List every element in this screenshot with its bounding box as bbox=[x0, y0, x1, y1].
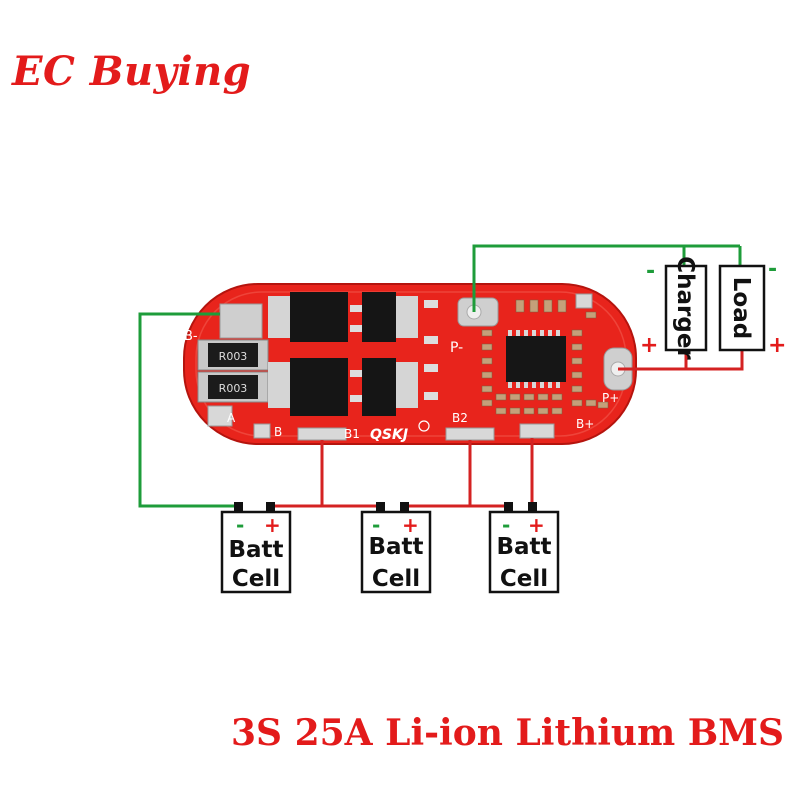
load-block: Load bbox=[718, 264, 766, 352]
cell-plus-sign: + bbox=[264, 513, 281, 537]
load-plus-sign: + bbox=[768, 333, 786, 358]
cell-label-line1: Batt bbox=[368, 534, 423, 560]
board-logo-text: QSKJ bbox=[370, 427, 408, 443]
protection-ic bbox=[506, 336, 566, 382]
label-p-plus: P+ bbox=[602, 391, 619, 405]
resistor-mark: R003 bbox=[219, 382, 248, 395]
mosfet-2 bbox=[362, 292, 418, 342]
brand-logo-text: EC Buying bbox=[12, 48, 252, 95]
cell-label-line2: Cell bbox=[372, 566, 420, 592]
cell-minus-sign: - bbox=[372, 513, 380, 537]
label-b1: B1 bbox=[344, 427, 360, 441]
mosfet-1 bbox=[268, 292, 348, 342]
shunt-resistor-2: R003 bbox=[197, 371, 269, 403]
charger-block: Charger bbox=[664, 256, 708, 360]
label-a: A bbox=[227, 411, 236, 425]
battery-cell-1: - + Batt Cell bbox=[220, 502, 292, 594]
cell-minus-sign: - bbox=[236, 513, 244, 537]
mosfet-3 bbox=[268, 358, 348, 416]
pad-b bbox=[253, 423, 271, 439]
cell-label-line2: Cell bbox=[500, 566, 548, 592]
label-b-plus: B+ bbox=[576, 417, 594, 431]
resistor-mark: R003 bbox=[219, 350, 248, 363]
cell-plus-sign: + bbox=[402, 513, 419, 537]
load-minus-sign: - bbox=[768, 257, 777, 282]
cell-label-line2: Cell bbox=[232, 566, 280, 592]
pad-b1 bbox=[297, 427, 347, 441]
pad-b-minus bbox=[219, 303, 263, 339]
load-label: Load bbox=[728, 277, 754, 339]
wiring bbox=[138, 244, 744, 508]
label-b: B bbox=[274, 425, 282, 439]
charger-label: Charger bbox=[672, 256, 698, 360]
battery-cell-3: - + Batt Cell bbox=[488, 502, 560, 594]
cell-label-line1: Batt bbox=[496, 534, 551, 560]
pcb-board: R003 R003 bbox=[183, 283, 637, 445]
battery-cell-2: - + Batt Cell bbox=[360, 502, 432, 594]
pad-a bbox=[207, 405, 233, 427]
product-caption: 3S 25A Li-ion Lithium BMS bbox=[230, 712, 784, 754]
label-b2: B2 bbox=[452, 411, 468, 425]
charger-plus-sign: + bbox=[640, 333, 658, 358]
pad-b2 bbox=[445, 427, 495, 441]
mosfet-4 bbox=[362, 358, 418, 416]
label-b-minus: B- bbox=[184, 329, 198, 344]
charger-minus-sign: - bbox=[646, 259, 655, 284]
cell-label-line1: Batt bbox=[228, 537, 283, 563]
pad-b-plus bbox=[519, 423, 555, 439]
cell-plus-sign: + bbox=[528, 513, 545, 537]
label-p-minus: P- bbox=[450, 340, 463, 356]
shunt-resistor-1: R003 bbox=[197, 339, 269, 371]
cell-minus-sign: - bbox=[502, 513, 510, 537]
